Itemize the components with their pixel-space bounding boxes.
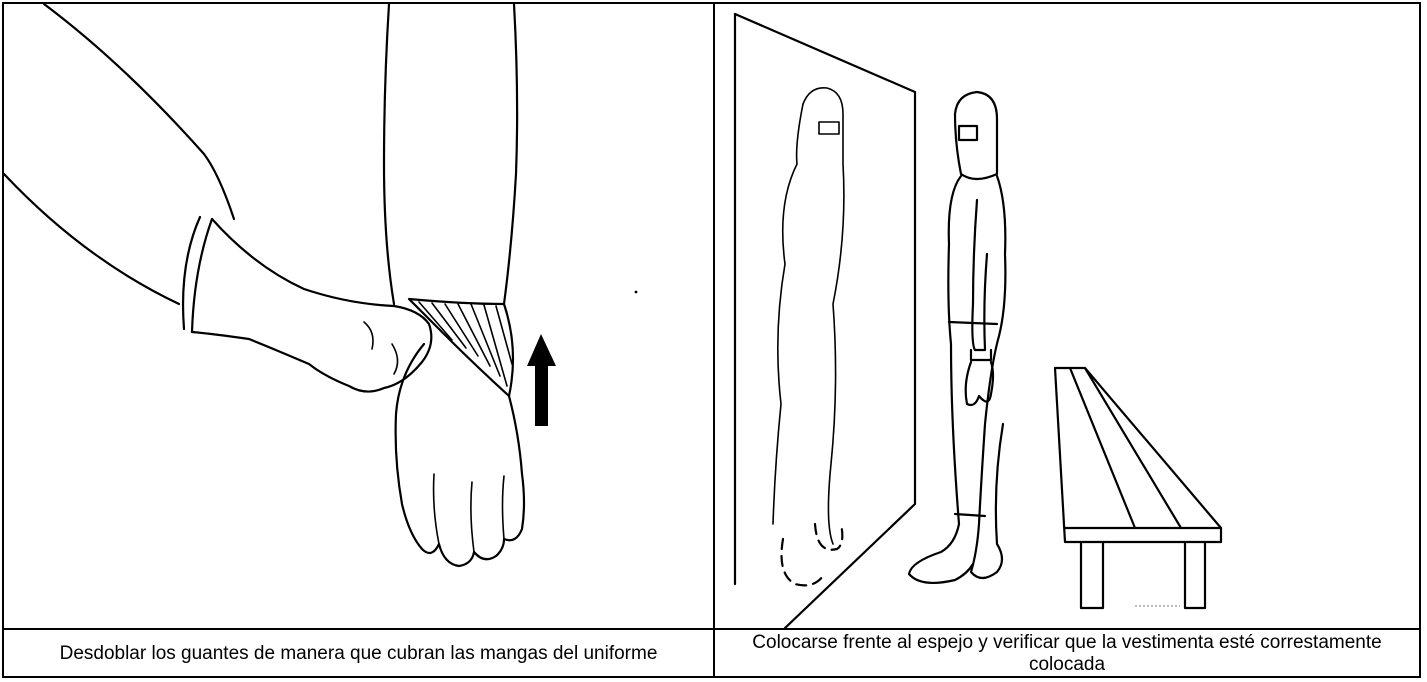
- bench-plank-1: [1070, 368, 1135, 528]
- left-arm-upper-line: [44, 4, 234, 219]
- reflection-left-foot: [782, 539, 824, 585]
- right-finger-line-2: [471, 482, 474, 552]
- left-thumb-line: [364, 322, 373, 349]
- caption-mirror-text: Colocarse frente al espejo y verificar q…: [729, 632, 1405, 676]
- glove-drawing: [4, 4, 713, 628]
- left-finger-line: [392, 344, 398, 374]
- right-arm-right-line: [504, 4, 517, 304]
- person-figure: [909, 92, 1005, 583]
- mirror-illustration: [715, 4, 1419, 628]
- right-arm-left-line: [384, 4, 394, 304]
- arm: [972, 200, 987, 350]
- left-arm-lower-line: [4, 174, 179, 304]
- bench-plank-2: [1085, 368, 1181, 528]
- right-finger-line-3: [503, 476, 505, 539]
- mirror-drawing: [715, 4, 1419, 628]
- caption-mirror: Colocarse frente al espejo y verificar q…: [715, 630, 1419, 678]
- glove-illustration: [4, 4, 713, 628]
- reflection-right-outline: [803, 88, 844, 544]
- caption-gloves-text: Desdoblar los guantes de manera que cubr…: [60, 643, 658, 665]
- reflection-left-outline: [773, 104, 803, 524]
- mirror-frame: [735, 14, 915, 628]
- face-visor: [959, 126, 977, 140]
- bench-leg-left: [1081, 542, 1103, 608]
- bench-leg-right: [1185, 542, 1205, 608]
- glove-cuff-inner: [192, 219, 212, 332]
- right-finger-line-1: [434, 474, 439, 544]
- coverall-back: [971, 176, 1005, 578]
- bench: [1055, 368, 1221, 608]
- coverall-front: [909, 176, 973, 583]
- reflection-visor: [819, 122, 839, 134]
- caption-gloves: Desdoblar los guantes de manera que cubr…: [4, 630, 713, 678]
- waist-line: [949, 322, 997, 324]
- cuff-hatching: [419, 302, 512, 386]
- left-glove-hand: [192, 219, 431, 392]
- wrist-cuff: [971, 350, 991, 360]
- up-arrow-icon: [527, 334, 556, 426]
- stray-dot: [635, 291, 638, 294]
